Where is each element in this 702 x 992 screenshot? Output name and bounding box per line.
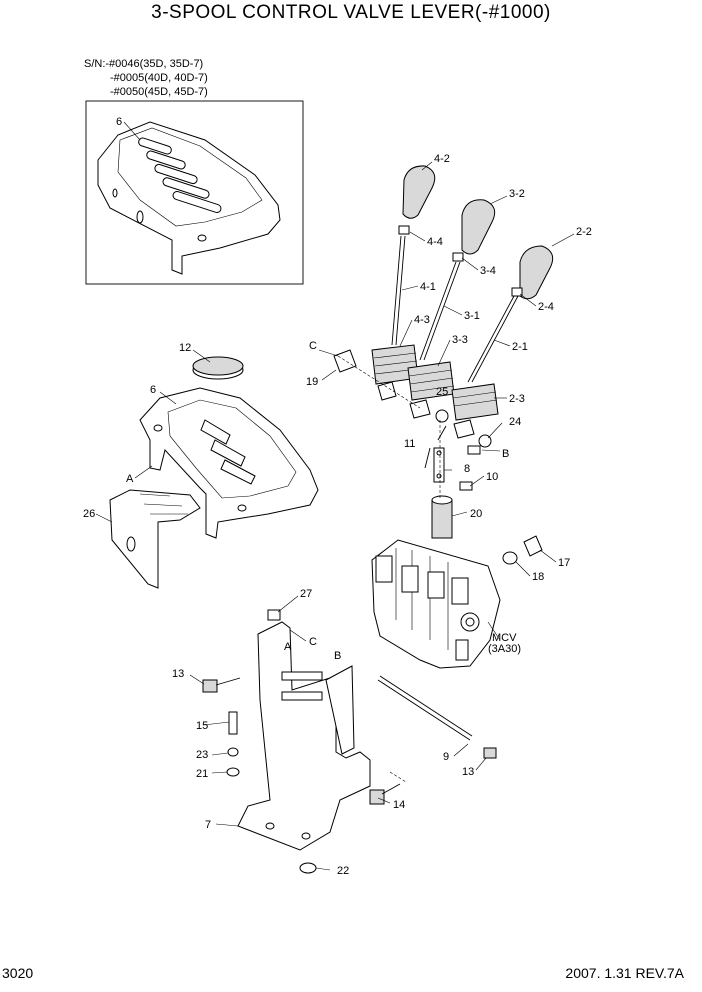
callout-25: 25: [436, 386, 448, 398]
page-title: 3-SPOOL CONTROL VALVE LEVER(-#1000): [151, 2, 551, 23]
rod-part-9: [377, 679, 471, 741]
callout-15: 15: [196, 720, 208, 732]
callout-3-2: 3-2: [509, 188, 525, 200]
nut-part-3-4: [452, 252, 464, 262]
knob-part-4-2: [402, 165, 436, 219]
cover-part-6: [139, 387, 319, 539]
callout-6-top: 6: [116, 116, 122, 128]
bolt-part-15: [228, 711, 238, 735]
washer-part-21: [226, 767, 240, 777]
revision-label: 2007. 1.31 REV.7A: [565, 965, 684, 981]
callout-18: 18: [532, 571, 544, 583]
callout-A-lower: A: [284, 641, 292, 653]
washer-part-22: [299, 862, 317, 874]
pad-part-12: [192, 356, 244, 380]
callout-4-3: 4-3: [414, 314, 430, 326]
callout-21: 21: [196, 768, 208, 780]
bracket-part-7: [237, 621, 371, 851]
callout-2-2: 2-2: [576, 226, 592, 238]
knob-part-2-2: [519, 245, 554, 300]
callout-2-3: 2-3: [509, 393, 525, 405]
callout-22: 22: [337, 865, 349, 877]
callout-27: 27: [300, 588, 312, 600]
leader-lines: [95, 121, 575, 871]
bolt-part-13-left: [202, 677, 241, 693]
nut-part-2-4: [511, 287, 523, 297]
callout-24: 24: [509, 416, 521, 428]
callout-20: 20: [470, 508, 482, 520]
link-part-8: [433, 447, 445, 483]
rod-part-4-1: [395, 235, 406, 346]
callout-13-right: 13: [462, 766, 474, 778]
washer-part-23: [227, 747, 239, 757]
serial-line-1: S/N:-#0046(35D, 35D-7): [84, 58, 204, 70]
callout-14: 14: [393, 799, 405, 811]
pin-part-11: [424, 447, 431, 469]
callout-13-left: 13: [172, 668, 184, 680]
callout-4-2: 4-2: [434, 153, 450, 165]
callout-9: 9: [443, 751, 449, 763]
callout-2-4: 2-4: [538, 301, 554, 313]
callout-8: 8: [464, 463, 470, 475]
callout-12: 12: [179, 342, 191, 354]
cover-part-6-inset: [97, 121, 281, 275]
callout-B-upper: B: [502, 448, 509, 460]
callout-3-1: 3-1: [464, 310, 480, 322]
callout-6-mid: 6: [150, 384, 156, 396]
plate-part-26: [109, 489, 201, 589]
mcv-code-label: (3A30): [488, 643, 521, 655]
callout-C-upper: C: [309, 340, 317, 352]
callout-3-4: 3-4: [480, 265, 496, 277]
callout-B-lower: B: [334, 650, 341, 662]
callout-11: 11: [404, 438, 415, 450]
callout-4-4: 4-4: [427, 236, 443, 248]
pin-part-10: [459, 481, 473, 491]
callout-4-1: 4-1: [420, 281, 436, 293]
nut-part-27: [267, 609, 281, 621]
bolt-part-14: [369, 783, 401, 805]
page-number: 3020: [2, 965, 34, 981]
callout-19: 19: [306, 376, 318, 388]
spacer-part-20: [431, 495, 453, 539]
callout-23: 23: [196, 749, 208, 761]
callout-26: 26: [83, 508, 95, 520]
callout-C-lower: C: [309, 636, 317, 648]
bolt-part-13-right: [483, 747, 497, 759]
callout-2-1: 2-1: [512, 341, 528, 353]
nut-part-4-4: [398, 225, 410, 235]
plug-part-17: [523, 535, 543, 557]
mcv-label: MCV: [492, 632, 517, 644]
serial-line-3: -#0050(45D, 45D-7): [110, 86, 208, 98]
control-valve-mcv: [371, 539, 501, 669]
callout-10: 10: [486, 471, 498, 483]
sleeve-part-19: [333, 349, 357, 373]
callout-A-upper: A: [126, 473, 134, 485]
rod-part-3-1: [423, 261, 461, 361]
knob-part-3-2: [461, 199, 496, 255]
oring-part-18: [502, 551, 518, 565]
rod-part-2-1: [471, 295, 519, 383]
serial-line-2: -#0005(40D, 40D-7): [110, 72, 208, 84]
callout-17: 17: [558, 557, 570, 569]
inset-box: [85, 100, 304, 285]
callout-3-3: 3-3: [452, 334, 468, 346]
boot-part-2-3: [451, 383, 499, 421]
callout-7: 7: [205, 819, 211, 831]
